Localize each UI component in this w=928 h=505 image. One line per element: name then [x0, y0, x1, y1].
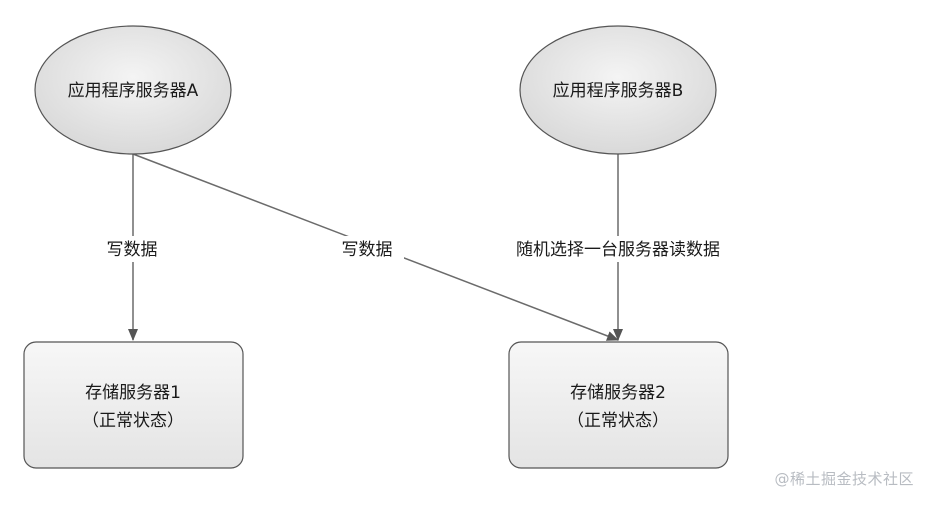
- edge-label-b-to-storage2: 随机选择一台服务器读数据: [516, 240, 720, 260]
- node-storage-2: 存储服务器2 （正常状态）: [508, 341, 729, 469]
- node-label-app-server-a: 应用程序服务器A: [68, 81, 199, 101]
- node-label-storage-1-line2: （正常状态）: [82, 411, 184, 431]
- watermark: @稀土掘金技术社区: [774, 470, 914, 488]
- node-storage-1: 存储服务器1 （正常状态）: [23, 341, 244, 469]
- node-app-server-a: 应用程序服务器A: [34, 25, 232, 155]
- edge-label-a-to-storage2: 写数据: [342, 240, 393, 260]
- node-label-storage-1-line1: 存储服务器1: [85, 383, 181, 403]
- node-label-storage-2-line2: （正常状态）: [567, 411, 669, 431]
- node-label-app-server-b: 应用程序服务器B: [553, 81, 684, 101]
- edge-labels: 写数据 写数据 随机选择一台服务器读数据: [96, 236, 746, 262]
- edge-label-a-to-storage1: 写数据: [107, 240, 158, 260]
- node-app-server-b: 应用程序服务器B: [519, 25, 717, 155]
- node-label-storage-2-line1: 存储服务器2: [570, 383, 666, 403]
